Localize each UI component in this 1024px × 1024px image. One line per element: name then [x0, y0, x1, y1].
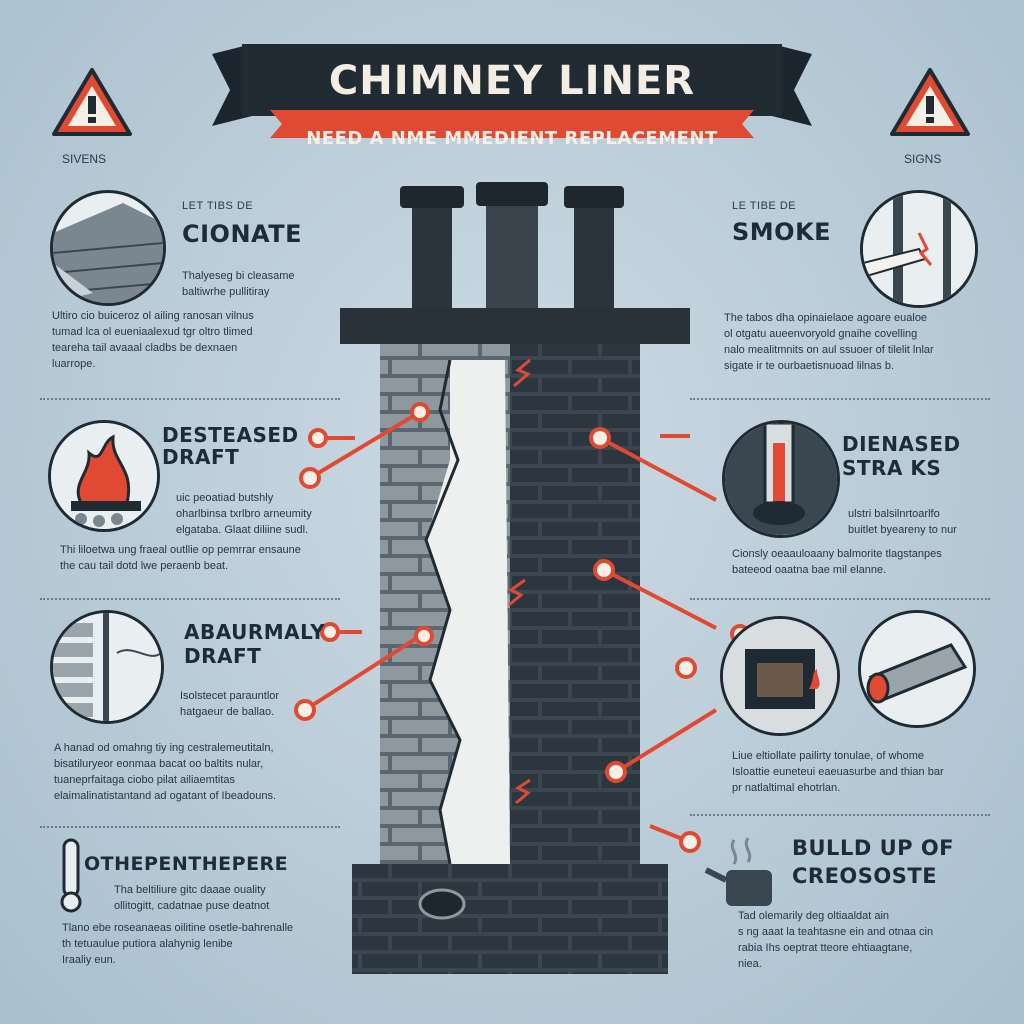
section-kicker: LET TIBS DE [182, 200, 254, 212]
corner-label-right: SIGNS [904, 152, 942, 166]
section-heading: OTHEPENTHEPERE [84, 853, 289, 875]
text-line: the cau tail dotd lwe peraenb beat. [60, 560, 229, 572]
section-lines: uic peoatiad butshly oharlbinsa txrlbro … [176, 490, 326, 538]
page-title: CHIMNEY LINER [328, 58, 696, 104]
text-line: uic peoatiad butshly [176, 492, 274, 504]
divider [690, 398, 990, 400]
text-line: pr natlaltimal ehotrlan. [732, 782, 841, 794]
text-line: elaimalinatistantand ad ogatant of Ibead… [54, 790, 276, 802]
text-line: th tetuaulue putiora alahynig lenibe [62, 938, 233, 950]
text-line: ol otgatu aueenvoryold gnaihe covelling [724, 328, 918, 340]
divider [690, 814, 990, 816]
text-line: bateeod oaatna bae mil elanne. [732, 564, 887, 576]
section-paragraph: Tad olemarily deg oltiaaldat ain s ng aa… [738, 908, 988, 972]
gauge-illustration [722, 420, 840, 538]
section-kicker: LE TIBE DE [732, 200, 797, 212]
section-paragraph: Liue eltiollate pailirty tonulae, of who… [732, 748, 992, 796]
text-line: Isolstecet parauntlor [180, 690, 280, 702]
text-line: A hanad od omahng tiy ing cestralemeutit… [54, 742, 274, 754]
wall-draft-illustration [50, 610, 164, 724]
section-heading: BULLD UP OF CREOSOSTE [792, 836, 955, 888]
text-line: Thalyeseg bi cleasame [182, 270, 295, 282]
section-heading: DESTEASED DRAFT [162, 423, 299, 469]
kettle-icon [704, 837, 772, 906]
text-line: buitlet byeareny to nur [848, 524, 957, 536]
section-lines: Isolstecet parauntlor hatgaeur de ballao… [180, 688, 330, 720]
corner-label-left: SIVENS [62, 152, 107, 166]
text-line: Cionsly oeaauloaany balmorite tlagstanpe… [732, 548, 942, 560]
text-line: niea. [738, 958, 762, 970]
text-line: tumad lca ol eueniaalexud tgr oltro tlim… [52, 326, 253, 338]
title-ribbon [212, 44, 812, 138]
divider [40, 398, 340, 400]
text-line: bisatiluryeor eonmaa bacat oo baltits nu… [54, 758, 264, 770]
pipe-illustration [858, 610, 976, 728]
text-line: Liue eltiollate pailirty tonulae, of who… [732, 750, 925, 762]
page-subtitle: NEED A NME MMEDIENT REPLACEMENT [306, 128, 718, 149]
text-line: oharlbinsa txrlbro arneumity [176, 508, 312, 520]
section-paragraph: Thi liloetwa ung fraeal outllie op pemrr… [60, 542, 320, 574]
divider [690, 598, 990, 600]
section-heading: ABAURMALY DRAFT [184, 620, 326, 668]
text-line: sigate ir te ourbaetisnuoad lilnas b. [724, 360, 894, 372]
smoke-hand-illustration [860, 190, 978, 308]
section-paragraph: Ultiro cio buiceroz ol ailing ranosan vi… [52, 308, 332, 372]
text-line: tuaneprfaitaga ciobo pilat ailiaemtitas [54, 774, 236, 786]
roof-damage-illustration [50, 190, 166, 306]
text-line: Tha beltiliure gitc daaae ouality [114, 884, 266, 896]
section-paragraph: A hanad od omahng tiy ing cestralemeutit… [54, 740, 334, 804]
fireplace-illustration [720, 616, 840, 736]
text-line: hatgaeur de ballao. [180, 706, 275, 718]
section-lines: ulstri balsilnrtoarlfo buitlet byeareny … [848, 506, 988, 538]
section-paragraph: Cionsly oeaauloaany balmorite tlagstanpe… [732, 546, 992, 578]
section-paragraph: The tabos dha opinaielaoe agoare eualoe … [724, 310, 974, 374]
divider [40, 826, 340, 828]
text-line: Tad olemarily deg oltiaaldat ain [738, 910, 890, 922]
divider [40, 598, 340, 600]
text-line: baltiwrhe pullitiray [182, 286, 270, 298]
text-line: The tabos dha opinaielaoe agoare eualoe [724, 312, 928, 324]
text-line: s ng aaat la teahtasne ein and otnaa cin [738, 926, 934, 938]
section-heading: DIENASED STRA KS [842, 432, 961, 480]
text-line: Tlano ebe roseanaeas oilitine osetle-bah… [62, 922, 294, 934]
text-line: nalo mealitmnits on aul ssuoer of tileli… [724, 344, 934, 356]
text-line: rabia Ihs oeptrat tteore ehtiaagtane, [738, 942, 913, 954]
text-line: ollitogitt, cadatnae puse deatnot [114, 900, 270, 912]
fire-icon [48, 420, 160, 532]
text-line: Iraaliy eun. [62, 954, 116, 966]
section-lines: Tha beltiliure gitc daaae ouality ollito… [114, 882, 314, 914]
section-heading: CIONATE [182, 220, 303, 248]
section-heading: SMOKE [732, 218, 832, 246]
text-line: teareha tail avaaal cladbs be dexnaen [52, 342, 238, 354]
chimney-illustration [340, 182, 690, 974]
text-line: Thi liloetwa ung fraeal outllie op pemrr… [60, 544, 301, 556]
thermometer-icon [60, 838, 82, 913]
section-paragraph: Tlano ebe roseanaeas oilitine osetle-bah… [62, 920, 332, 968]
warning-triangle-icon [890, 68, 970, 136]
section-lines: Thalyeseg bi cleasame baltiwrhe pullitir… [182, 268, 342, 300]
text-line: Isloattie euneteui eaeuasurbe and thian … [732, 766, 944, 778]
text-line: Ultiro cio buiceroz ol ailing ranosan vi… [52, 310, 254, 322]
text-line: luarrope. [52, 358, 96, 370]
warning-triangle-icon [52, 68, 132, 136]
text-line: elgataba. Glaat diliine sudl. [176, 524, 309, 536]
text-line: ulstri balsilnrtoarlfo [848, 508, 940, 520]
